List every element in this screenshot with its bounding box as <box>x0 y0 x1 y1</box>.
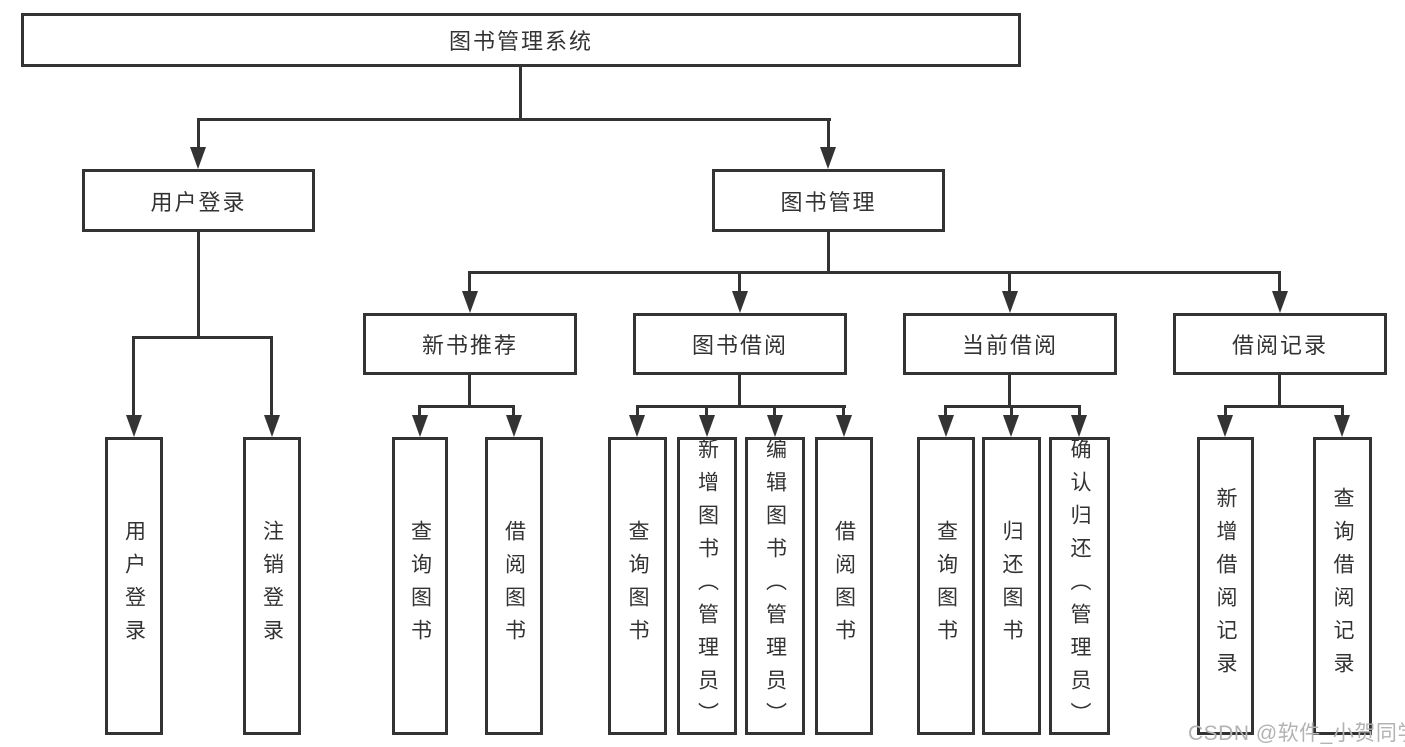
leaf-add-books-admin: 新增图书（管理员） <box>677 437 737 735</box>
leaf-label: 用户登录 <box>122 520 146 652</box>
node-user-login: 用户登录 <box>82 169 315 232</box>
arrow-down-icon <box>264 415 280 437</box>
connector-line <box>944 405 947 417</box>
leaf-label: 归还图书 <box>1000 520 1023 652</box>
connector-line <box>1278 271 1281 293</box>
connector-line <box>468 271 1281 274</box>
arrow-down-icon <box>412 415 428 437</box>
connector-line <box>636 405 639 417</box>
arrow-down-icon <box>1003 415 1019 437</box>
leaf-borrow-books-borrowing: 借阅图书 <box>815 437 873 735</box>
arrow-down-icon <box>1334 415 1350 437</box>
leaf-user-login: 用户登录 <box>105 437 163 735</box>
node-book-borrowing: 图书借阅 <box>633 313 847 375</box>
connector-line <box>270 336 273 417</box>
connector-line <box>197 118 200 149</box>
leaf-label: 新增借阅记录 <box>1214 487 1237 685</box>
connector-line <box>132 336 135 417</box>
arrow-down-icon <box>699 415 715 437</box>
connector-line <box>1010 405 1013 417</box>
connector-line <box>468 374 471 405</box>
arrow-down-icon <box>836 415 852 437</box>
leaf-query-books-borrowing: 查询图书 <box>608 437 667 735</box>
node-book-management: 图书管理 <box>712 169 945 232</box>
connector-line <box>519 67 522 118</box>
connector-line <box>827 118 830 149</box>
connector-line <box>1278 374 1281 405</box>
leaf-label: 查询图书 <box>626 520 649 652</box>
connector-line <box>418 405 515 408</box>
leaf-label: 注销登录 <box>260 520 284 652</box>
connector-line <box>418 405 421 417</box>
node-library-management-system: 图书管理系统 <box>21 13 1021 67</box>
arrow-down-icon <box>732 291 748 313</box>
connector-line <box>636 405 846 408</box>
leaf-edit-books-admin: 编辑图书（管理员） <box>745 437 805 735</box>
connector-line <box>827 231 830 271</box>
leaf-logout: 注销登录 <box>243 437 301 735</box>
leaf-add-borrow-record: 新增借阅记录 <box>1197 437 1254 735</box>
watermark: CSDN @软件_小贺同学 <box>1188 722 1405 745</box>
arrow-down-icon <box>1071 415 1087 437</box>
arrow-down-icon <box>506 415 522 437</box>
arrow-down-icon <box>190 147 206 169</box>
leaf-query-books-recommend: 查询图书 <box>392 437 448 735</box>
arrow-down-icon <box>1217 415 1233 437</box>
arrow-down-icon <box>938 415 954 437</box>
connector-line <box>773 405 776 417</box>
arrow-down-icon <box>462 291 478 313</box>
leaf-label: 查询借阅记录 <box>1331 487 1354 685</box>
connector-line <box>1341 405 1344 417</box>
arrow-down-icon <box>629 415 645 437</box>
leaf-confirm-return-admin: 确认归还（管理员） <box>1049 437 1110 735</box>
leaf-label: 新增图书（管理员） <box>695 437 719 735</box>
leaf-label: 查询图书 <box>934 520 958 652</box>
connector-line <box>1224 405 1344 408</box>
arrow-down-icon <box>1002 291 1018 313</box>
node-borrowing-records: 借阅记录 <box>1173 313 1387 375</box>
arrow-down-icon <box>767 415 783 437</box>
connector-line <box>1008 271 1011 293</box>
connector-line <box>468 271 471 293</box>
arrow-down-icon <box>1272 291 1288 313</box>
connector-line <box>842 405 845 417</box>
connector-line <box>1008 374 1011 405</box>
node-new-book-recommendation: 新书推荐 <box>363 313 577 375</box>
connector-line <box>1078 405 1081 417</box>
leaf-return-books: 归还图书 <box>982 437 1041 735</box>
connector-line <box>197 118 831 121</box>
leaf-label: 确认归还（管理员） <box>1068 437 1091 735</box>
connector-line <box>705 405 708 417</box>
leaf-query-borrow-record: 查询借阅记录 <box>1313 437 1372 735</box>
leaf-label: 查询图书 <box>408 520 432 652</box>
connector-line <box>1224 405 1227 417</box>
connector-line <box>197 231 200 336</box>
connector-line <box>132 336 273 339</box>
node-current-borrowing: 当前借阅 <box>903 313 1117 375</box>
arrow-down-icon <box>126 415 142 437</box>
leaf-query-books-current: 查询图书 <box>917 437 975 735</box>
connector-line <box>738 374 741 405</box>
connector-line <box>512 405 515 417</box>
leaf-label: 借阅图书 <box>832 520 856 652</box>
leaf-borrow-books-recommend: 借阅图书 <box>485 437 543 735</box>
arrow-down-icon <box>820 147 836 169</box>
connector-line <box>738 271 741 293</box>
leaf-label: 编辑图书（管理员） <box>763 437 787 735</box>
leaf-label: 借阅图书 <box>502 520 526 652</box>
